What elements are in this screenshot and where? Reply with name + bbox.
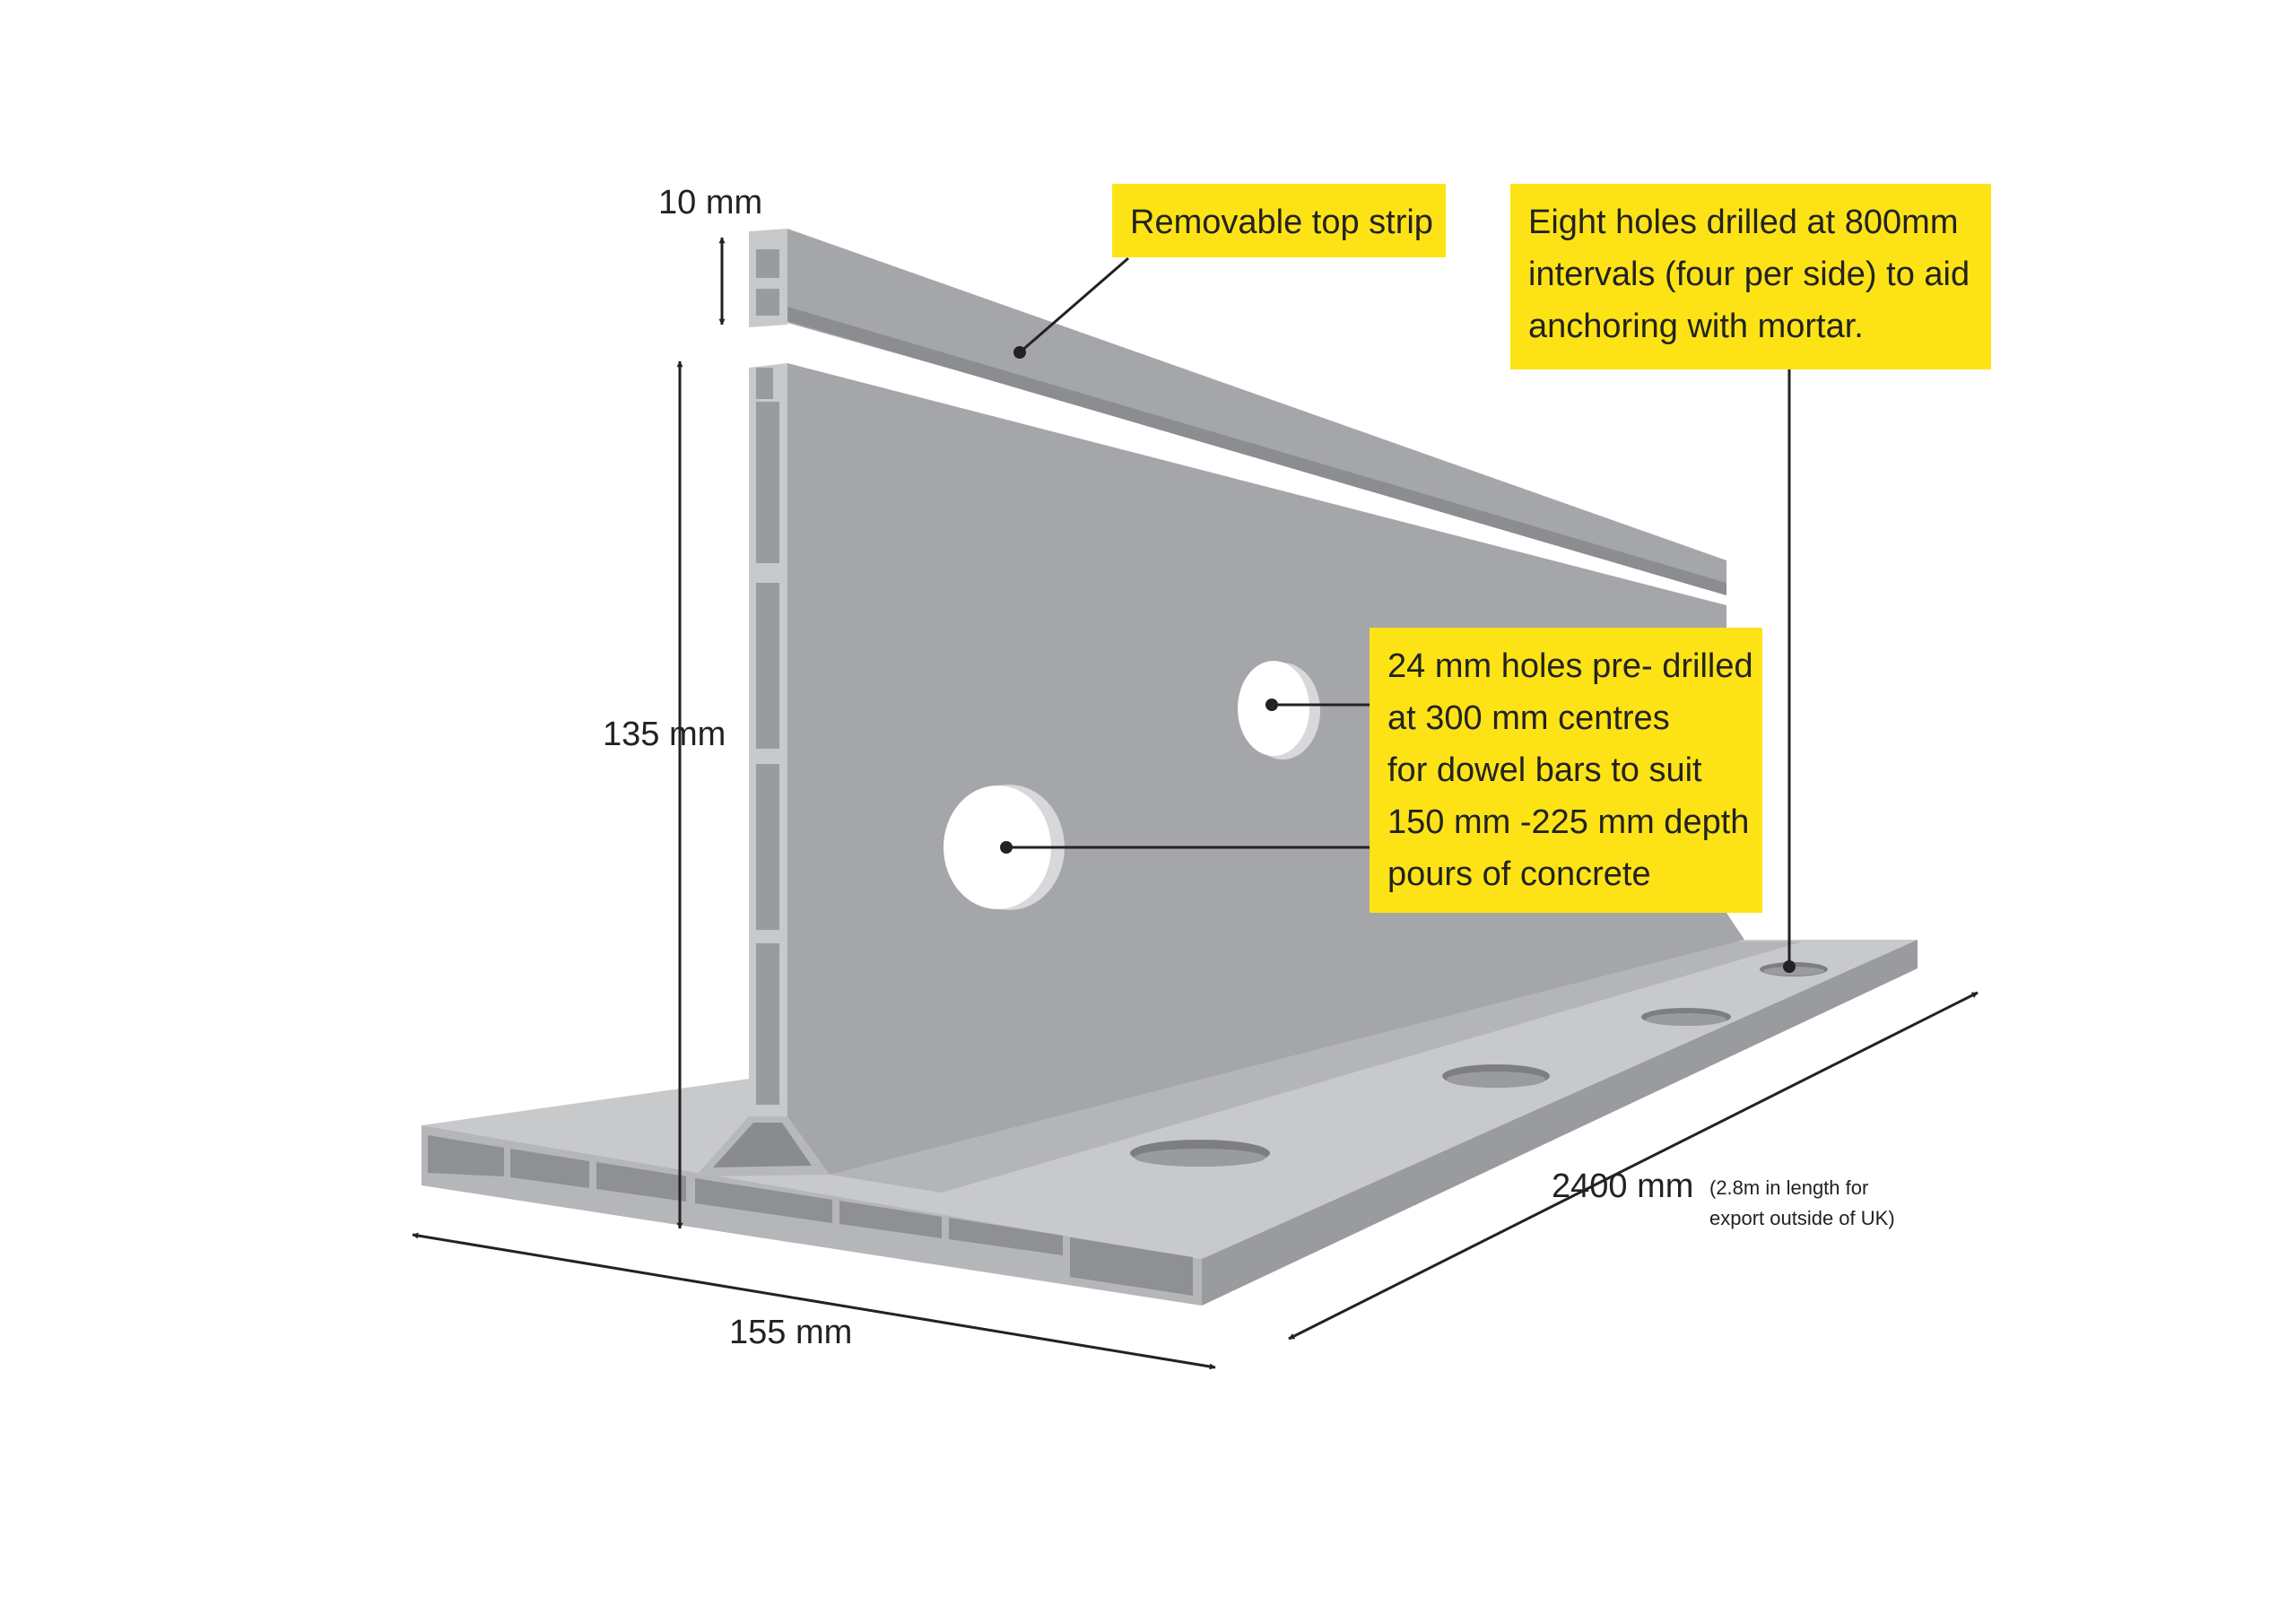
callout-line: 150 mm -225 mm depth (1387, 803, 1750, 841)
strip-height-label: 10 mm (658, 184, 763, 221)
web-chamber (756, 764, 779, 930)
base-width-label: 155 mm (729, 1314, 853, 1351)
base-chamber (839, 1201, 942, 1238)
length-note-line: export outside of UK) (1709, 1207, 1895, 1229)
top-strip-leader (1013, 256, 1129, 359)
top-strip-face (787, 229, 1726, 587)
web-chamber (756, 583, 779, 749)
base-chamber (510, 1149, 589, 1188)
web-chamber (756, 943, 779, 1105)
callout-line: anchoring with mortar. (1528, 308, 1864, 345)
top-strip-chamber (756, 289, 779, 316)
callout-line: pours of concrete (1387, 855, 1651, 893)
callout-line: at 300 mm centres (1387, 699, 1670, 737)
length-arrow (1288, 991, 1979, 1341)
base-chamber (596, 1162, 686, 1202)
base-chamber (695, 1178, 832, 1223)
dowel-holes-leader (1000, 699, 1370, 854)
top-strip (749, 229, 1726, 595)
length-label: 2400 mm (1552, 1167, 1694, 1205)
web-chamber (756, 402, 779, 563)
web-face (787, 363, 1744, 1175)
base-width-arrow (412, 1232, 1216, 1370)
anchor-hole (1763, 967, 1824, 976)
length-note-line: (2.8m in length for (1709, 1176, 1869, 1199)
callout-line: for dowel bars to suit (1387, 751, 1702, 789)
callout-line: Removable top strip (1130, 204, 1433, 241)
web-tongue (756, 368, 773, 399)
anchor-hole (1646, 1013, 1726, 1026)
top-strip-chamber (756, 249, 779, 278)
anchor-hole (1135, 1149, 1265, 1167)
web-foot-cavity (713, 1123, 812, 1167)
anchor-holes-leader (1783, 368, 1796, 973)
base-chamber (428, 1135, 504, 1176)
length-note: (2.8m in length for export outside of UK… (1709, 1173, 1895, 1234)
callout-top-strip: Removable top strip (1112, 184, 1446, 257)
web-wall (695, 363, 1744, 1176)
callout-line: 24 mm holes pre- drilled (1387, 647, 1753, 685)
top-strip-lower-edge (787, 307, 1726, 595)
anchor-hole (1447, 1072, 1545, 1088)
callout-line: intervals (four per side) to aid (1528, 256, 1970, 293)
web-height-label: 135 mm (603, 716, 726, 753)
callout-dowel-holes: 24 mm holes pre- drilled at 300 mm centr… (1370, 628, 1762, 913)
callout-anchor-holes: Eight holes drilled at 800mm intervals (… (1510, 184, 1991, 369)
callout-line: Eight holes drilled at 800mm (1528, 204, 1959, 241)
